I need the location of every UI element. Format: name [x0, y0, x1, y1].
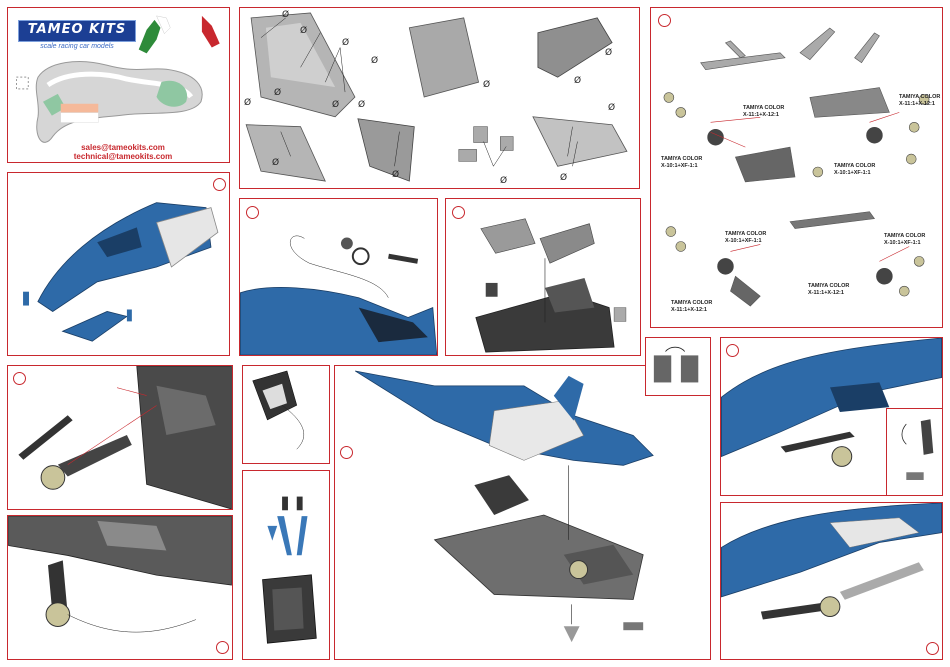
tamiya-color-title: TAMIYA COLOR: [743, 105, 785, 111]
step-marker: [13, 372, 26, 385]
tamiya-color-mix: X-11:1+X-12:1: [743, 111, 779, 118]
tamiya-color-mix: X-11:1+X-12:1: [671, 306, 707, 313]
diameter-mark: Ø: [605, 48, 613, 58]
tamiya-color-mix: X-11:1+X-12:1: [808, 289, 844, 296]
diameter-mark: Ø: [244, 98, 252, 108]
panel-small-parts: Ø Ø Ø Ø Ø Ø Ø Ø Ø Ø Ø Ø Ø Ø Ø Ø: [239, 7, 640, 189]
step-marker: [213, 178, 226, 191]
diameter-mark: Ø: [332, 100, 340, 110]
diameter-mark: Ø: [274, 88, 282, 98]
tamiya-color-title: TAMIYA COLOR: [671, 300, 713, 306]
rear-wing-detail-drawing: [8, 516, 232, 633]
panel-body-front: [7, 172, 230, 356]
steering-detail-drawing: [901, 419, 934, 480]
panel-rear-suspension: [7, 365, 233, 510]
tamiya-color-title: TAMIYA COLOR: [725, 231, 767, 237]
main-assembly-drawing: [354, 370, 654, 643]
rear-suspension-drawing: [18, 366, 232, 509]
diffuser-drawing: [252, 370, 304, 450]
tamiya-color-title: TAMIYA COLOR: [834, 163, 876, 169]
diameter-mark: Ø: [358, 100, 366, 110]
panel-seat-belts: [242, 470, 330, 660]
panel-brand: TAMEO KITS scale racing car models sales…: [7, 7, 230, 163]
body-front-drawing: [23, 202, 219, 342]
diameter-mark: Ø: [392, 170, 400, 180]
tamiya-color-title: TAMIYA COLOR: [808, 283, 850, 289]
tamiya-color-title: TAMIYA COLOR: [661, 156, 703, 162]
panel-main-assembly: [334, 365, 711, 660]
track-map: [16, 15, 220, 143]
step-marker: [216, 641, 229, 654]
step-marker: [340, 446, 353, 459]
panel-rear-body: [239, 198, 438, 356]
diameter-mark: Ø: [272, 158, 280, 168]
decals-drawing: [653, 346, 699, 383]
step-marker: [658, 14, 671, 27]
step-marker: [246, 206, 259, 219]
tamiya-color-mix: X-10:1+XF-1:1: [725, 237, 762, 244]
chassis-parts-drawing: [475, 218, 627, 353]
front-suspension-drawing: [721, 338, 942, 467]
diameter-mark: Ø: [342, 38, 350, 48]
diameter-mark: Ø: [371, 56, 379, 66]
panel-decals: [645, 337, 711, 396]
tamiya-color-mix: X-10:1+XF-1:1: [884, 239, 921, 246]
step-marker: [926, 642, 939, 655]
panel-front-nose: [720, 502, 943, 660]
tamiya-color-title: TAMIYA COLOR: [899, 94, 941, 100]
tamiya-color-mix: X-11:1+X-12:1: [899, 100, 935, 107]
diameter-mark: Ø: [574, 76, 582, 86]
brand-logo: TAMEO KITS: [18, 20, 136, 42]
email-technical: technical@tameokits.com: [73, 152, 173, 161]
diameter-mark: Ø: [500, 176, 508, 186]
diameter-mark: Ø: [300, 26, 308, 36]
suspension-wheel-drawing: [663, 27, 930, 307]
panel-diffuser: [242, 365, 330, 464]
rear-body-drawing: [240, 235, 437, 355]
email-sales: sales@tameokits.com: [81, 143, 165, 152]
seat-belts-drawing: [262, 496, 317, 644]
panel-steering-detail: [886, 408, 943, 496]
panel-rear-wing-detail: [7, 515, 233, 660]
diameter-mark: Ø: [483, 80, 491, 90]
logo-text: TAMEO KITS: [27, 22, 127, 37]
diameter-mark: Ø: [282, 10, 290, 20]
front-nose-drawing: [721, 503, 942, 620]
tamiya-color-title: TAMIYA COLOR: [884, 233, 926, 239]
step-marker: [452, 206, 465, 219]
step-marker: [726, 344, 739, 357]
small-parts-drawing: [245, 12, 628, 182]
diameter-mark: Ø: [560, 173, 568, 183]
tamiya-color-mix: X-10:1+XF-1:1: [661, 162, 698, 169]
diameter-mark: Ø: [608, 103, 616, 113]
tamiya-color-mix: X-10:1+XF-1:1: [834, 169, 871, 176]
brand-tagline: scale racing car models: [40, 43, 114, 50]
panel-chassis-parts: [445, 198, 641, 356]
